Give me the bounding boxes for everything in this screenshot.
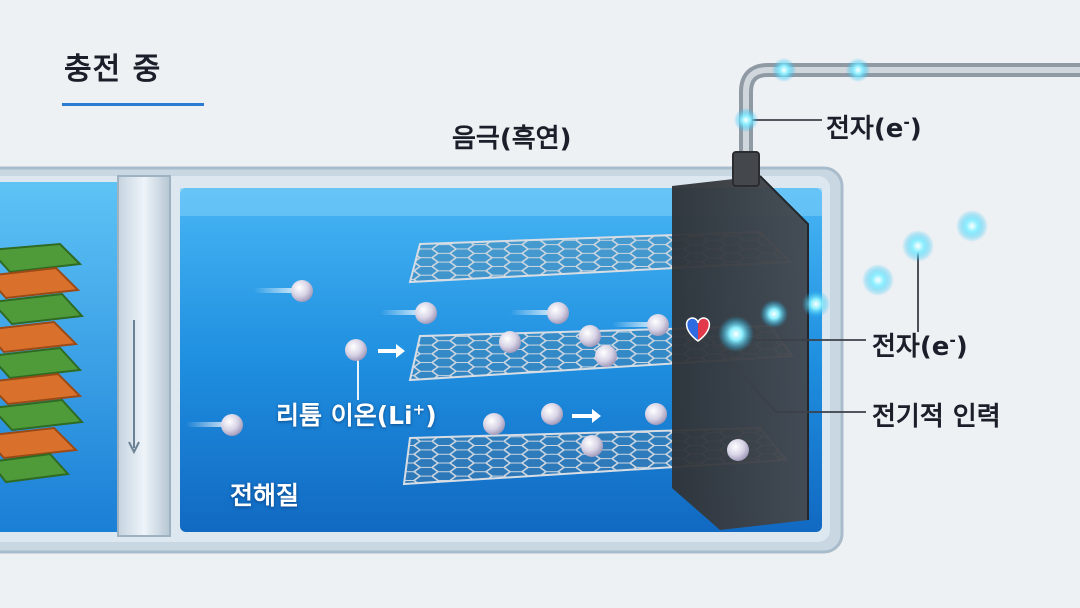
motion-arrows [378,344,601,423]
separator [117,175,171,537]
electron-label-middle: 전자(e-) [872,326,968,363]
lithium-ion [547,302,569,324]
electron-label-text: 전자(e [826,114,904,144]
lithium-ion [415,302,437,324]
lithium-ion-label-text: 리튬 이온(Li [276,401,413,430]
lithium-ion [221,414,243,436]
electron [846,58,870,82]
electron [862,264,894,296]
lithium-ion [291,280,313,302]
electron-label-text: 전자(e [872,332,950,362]
arrow-right-icon [572,409,601,423]
electron-label-sup: - [949,331,956,350]
lithium-ion [499,331,521,353]
lithium-ion [727,439,749,461]
anode-label: 음극(흑연) [452,124,572,154]
lithium-ion [483,413,505,435]
lithium-ion [579,325,601,347]
lithium-ion [647,314,669,336]
electron [956,210,988,242]
lithium-ion [645,403,667,425]
electron-label-close: ) [909,114,922,144]
lithium-ion [581,435,603,457]
electrons [718,58,988,352]
title-underline [62,103,204,106]
electron [734,108,758,132]
cathode-material [0,242,85,484]
electron-label-close: ) [955,332,968,362]
lithium-ion-label-close: ) [425,401,437,430]
lithium-ion [595,345,617,367]
lithium-ion-label: 리튬 이온(Li+) [276,396,437,432]
electron [760,300,788,328]
electric-attraction-label: 전기적 인력 [872,402,1001,432]
leader-lines [357,119,919,413]
arrow-right-icon [378,344,405,358]
lithium-ion [345,339,367,361]
external-wire [732,63,1080,187]
lithium-ion-label-sup: + [412,400,426,419]
lithium-ion [541,403,563,425]
electron [718,316,754,352]
electron-label-top: 전자(e-) [826,108,922,145]
page-title: 충전 중 [64,52,162,87]
electron [902,230,934,262]
lithium-ions [186,280,749,461]
heart-icon [685,317,711,342]
electron [772,58,796,82]
electron-label-sup: - [903,113,910,132]
electrolyte-label: 전해질 [230,481,300,510]
anode-plate [672,175,809,530]
electron [802,290,830,318]
